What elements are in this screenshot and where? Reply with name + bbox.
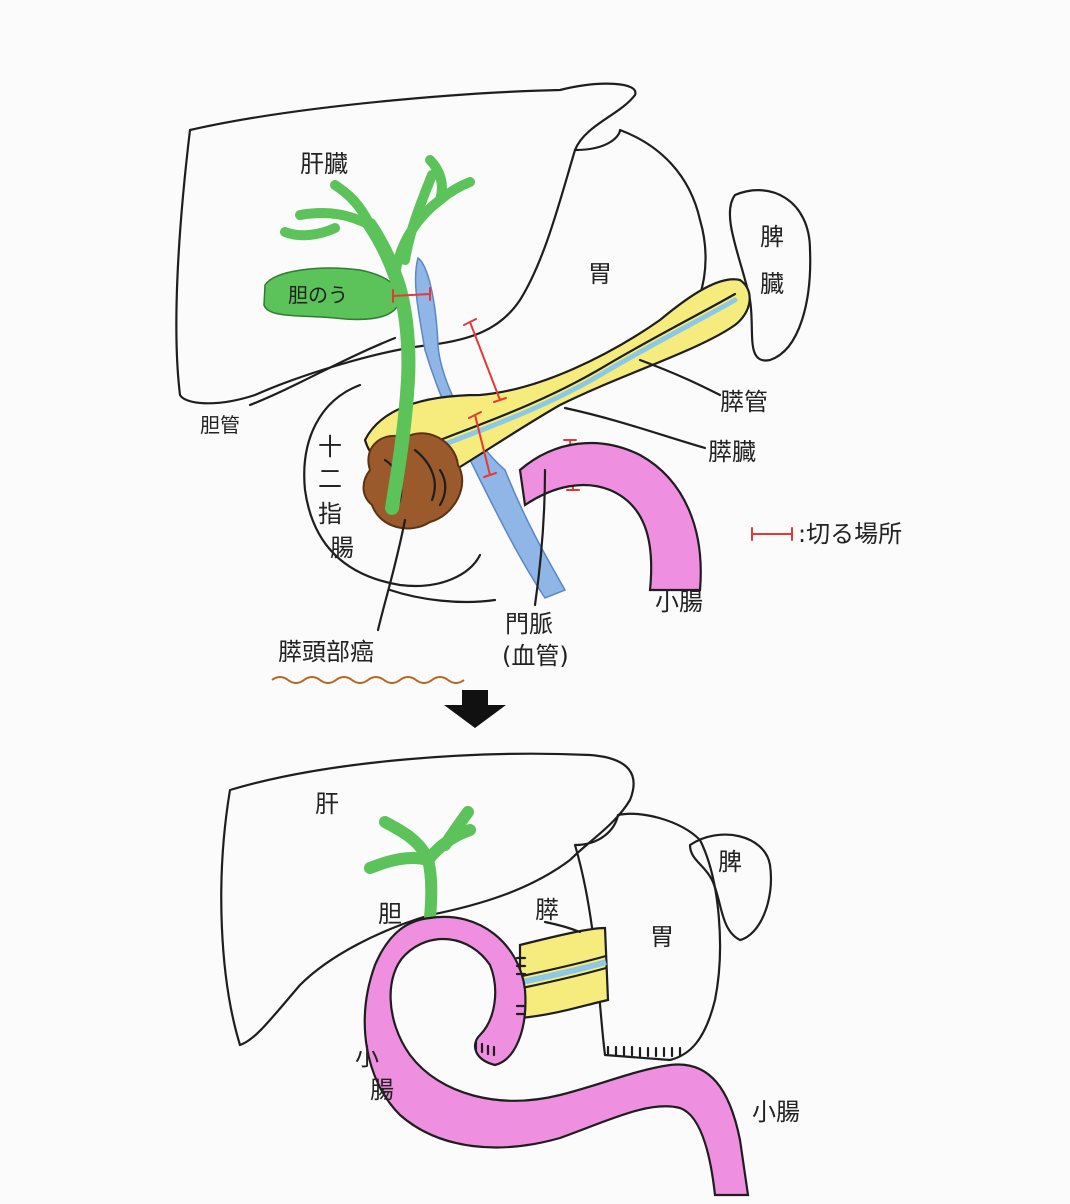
before-diagram: 肝臓 胆のう 胃 脾 臓 膵管 膵臓 胆管 十 二 指 腸 門脈 (血管) 小腸… — [176, 84, 902, 683]
label-stomach: 胃 — [588, 260, 612, 288]
label-duodenum-4: 腸 — [330, 534, 354, 562]
label-gallbladder: 胆のう — [288, 283, 348, 307]
after-diagram: 肝 胆 膵 胃 脾 小 腸 小腸 — [221, 754, 800, 1195]
label-after-small-intestine-right: 小腸 — [752, 1098, 800, 1126]
label-after-stomach: 胃 — [650, 923, 674, 951]
label-pancreatic-duct: 膵管 — [720, 388, 768, 416]
label-after-pancreas: 膵 — [535, 896, 559, 924]
legend-cut-sites: :切る場所 — [798, 520, 902, 548]
label-after-small-intestine-left-2: 腸 — [370, 1076, 394, 1104]
label-duodenum-3: 指 — [318, 500, 342, 528]
label-spleen-2: 臓 — [760, 270, 784, 298]
label-small-intestine: 小腸 — [655, 588, 703, 616]
pancreatic-head-tumor — [364, 433, 463, 528]
label-after-bile: 胆 — [378, 900, 402, 928]
label-after-spleen: 脾 — [718, 848, 742, 876]
label-portal-vein-1: 門脈 — [505, 610, 553, 638]
label-pancreas: 膵臓 — [708, 438, 756, 466]
label-after-liver: 肝 — [315, 790, 339, 818]
label-duodenum-2: 二 — [318, 465, 342, 493]
down-arrow-icon — [444, 690, 506, 728]
label-bile-duct: 胆管 — [200, 413, 240, 437]
tumor-label-underline — [272, 677, 464, 683]
label-tumor: 膵頭部癌 — [278, 638, 374, 666]
legend-cut-marker-icon — [752, 528, 792, 540]
label-after-small-intestine-left-1: 小 — [355, 1043, 379, 1071]
label-spleen-1: 脾 — [760, 223, 784, 251]
duodenum-inner-outline — [390, 590, 495, 602]
label-liver: 肝臓 — [300, 150, 348, 178]
label-portal-vein-2: (血管) — [502, 642, 569, 670]
label-duodenum-1: 十 — [318, 433, 342, 461]
